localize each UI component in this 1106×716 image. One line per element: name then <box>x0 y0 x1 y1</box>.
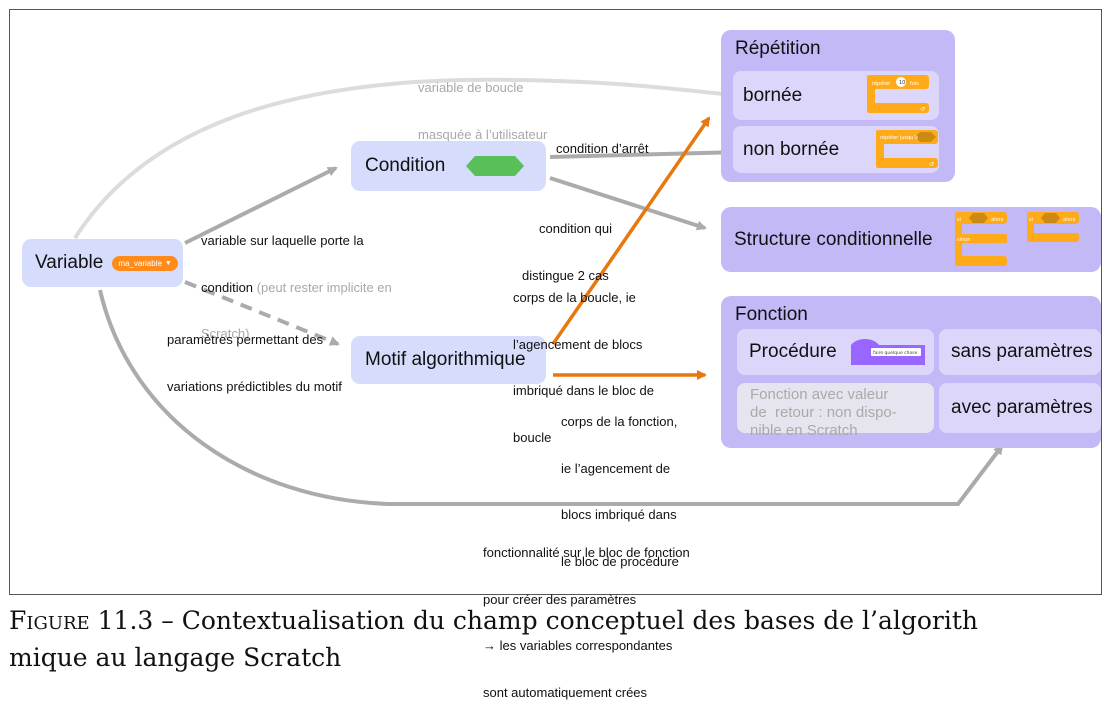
motif-node: Motif algorithmique <box>351 336 546 384</box>
label-corps-fonction: corps de la fonction, ie l’agencement de… <box>561 383 679 585</box>
label-variable-boucle: variable de boucle masquée à l’utilisate… <box>418 49 547 158</box>
repeat-block-icon: répéter 10 fois ↺ <box>867 75 929 113</box>
label-corps-boucle: corps de la boucle, ie l’agencement de b… <box>513 259 654 461</box>
svg-text:↺: ↺ <box>929 161 934 168</box>
caption-line-2: mique au langage Scratch <box>9 643 342 672</box>
label-corps-boucle-line-2: l’agencement de blocs <box>513 336 643 352</box>
variable-block-label: ma_variable <box>118 258 162 268</box>
condition-label: Condition <box>365 155 446 176</box>
retour-line-2: de retour : non dispo- <box>750 404 897 421</box>
label-corps-boucle-line-3: imbriqué dans le bloc de <box>513 383 654 398</box>
structure-title: Structure conditionnelle <box>734 229 933 250</box>
label-distingue-line-1: condition qui <box>539 221 612 236</box>
label-corps-boucle-line-4: boucle <box>513 429 552 445</box>
retour-line-3: nible en Scratch <box>750 422 858 439</box>
edge-condition-to-nonbornee <box>549 147 743 159</box>
avec-parametres-item: avec paramètres <box>939 383 1101 433</box>
figure-frame <box>9 9 1102 595</box>
edge-variable-to-bornee <box>73 77 735 240</box>
label-condition-arret: condition d’arrêt <box>556 141 649 156</box>
caption-figure-word: Figure <box>9 606 90 635</box>
else-block-label: sinon <box>957 237 970 243</box>
label-distingue-line-2: distingue 2 cas <box>522 267 609 283</box>
label-condition-line-3: Scratch) <box>201 326 250 341</box>
sans-parametres-item: sans paramètres <box>939 329 1101 375</box>
fonction-title: Fonction <box>735 304 808 325</box>
label-parametres-line-1: paramètres permettant des <box>167 332 324 347</box>
edge-condition-to-structure <box>549 176 707 231</box>
edge-variable-to-condition <box>184 166 338 245</box>
motif-label: Motif algorithmique <box>365 349 526 370</box>
edge-motif-to-bornee <box>551 116 711 345</box>
label-condition-line-2a: condition <box>201 279 254 295</box>
label-fonctionnalite-line-1: fonctionnalité sur le bloc de fonction <box>483 545 690 560</box>
repeat-until-block-text: répéter jusqu'à <box>880 134 918 141</box>
then-block-label-2: alors <box>1063 217 1076 223</box>
svg-text:↺: ↺ <box>920 106 925 113</box>
label-condition-line-2b: (peut rester implicite en <box>253 279 392 295</box>
label-variable-boucle-line-2: masquée à l’utilisateur <box>418 126 548 142</box>
if-block-icon: si alors <box>1027 212 1079 242</box>
label-variable-boucle-line-1: variable de boucle <box>418 80 524 95</box>
avec-parametres-label: avec paramètres <box>951 397 1093 418</box>
if-block-label-2: si <box>1029 217 1033 223</box>
procedure-label: Procédure <box>749 341 837 362</box>
label-corps-fonction-line-1: corps de la fonction, <box>561 414 678 429</box>
define-block-text: faire quelque chose <box>873 350 918 356</box>
repetition-group: Répétition bornée répéter 10 fois ↺ non … <box>721 30 955 182</box>
variable-label: Variable <box>35 252 104 273</box>
condition-node: Condition <box>351 141 546 191</box>
label-distingue: condition qui distingue 2 cas <box>522 190 612 299</box>
procedure-item: Procédure faire quelque chose <box>737 329 934 375</box>
repeat-block-value: 10 <box>899 80 905 86</box>
repeat-block-suffix: fois <box>910 81 919 87</box>
repetition-title: Répétition <box>735 38 821 59</box>
edge-variable-to-motif <box>184 280 340 346</box>
label-corps-fonction-line-4: le bloc de procédure <box>561 553 679 569</box>
figure-caption: Figure 11.3 – Contextualisation du champ… <box>9 602 1101 676</box>
dropdown-arrow-icon: ▼ <box>164 259 172 267</box>
if-else-block-icon: si alors sinon <box>955 212 1007 266</box>
label-parametres-line-2: variations prédictibles du motif <box>167 378 342 394</box>
label-fonctionnalite-line-4: sont automatiquement crées <box>483 684 648 700</box>
label-corps-boucle-line-1: corps de la boucle, ie <box>513 290 636 305</box>
bornee-label: bornée <box>743 84 803 106</box>
non-bornee-label: non bornée <box>743 138 840 160</box>
label-corps-fonction-line-3: blocs imbriqué dans <box>561 507 677 522</box>
sans-parametres-label: sans paramètres <box>951 341 1093 362</box>
retour-item: Fonction avec valeur de retour : non dis… <box>737 383 934 439</box>
repeat-block-text: répéter <box>872 80 891 87</box>
retour-line-1: Fonction avec valeur <box>750 386 889 403</box>
non-bornee-item: non bornée répéter jusqu'à ↺ <box>733 126 939 173</box>
bornee-item: bornée répéter 10 fois ↺ <box>733 71 939 120</box>
label-condition-line-1: variable sur laquelle porte la <box>201 233 364 248</box>
if-block-label: si <box>957 217 961 223</box>
label-fonctionnalite-line-2: pour créer des paramètres <box>483 591 637 607</box>
structure-group: Structure conditionnelle si alors sinon … <box>721 207 1101 272</box>
variable-node: Variable ma_variable ▼ <box>22 239 183 287</box>
caption-line-1: 11.3 – Contextualisation du champ concep… <box>89 606 979 635</box>
repeat-until-block-icon: répéter jusqu'à ↺ <box>876 130 938 168</box>
label-variable-condition: variable sur laquelle porte la condition… <box>201 202 392 357</box>
edge-variable-to-avec-parametres <box>98 289 1004 506</box>
label-corps-fonction-line-2: ie l’agencement de <box>561 460 671 476</box>
fonction-group: Fonction Procédure faire quelque chose s… <box>721 296 1101 448</box>
define-block-icon: faire quelque chose <box>851 339 925 365</box>
label-parametres: paramètres permettant des variations pré… <box>167 301 342 410</box>
boolean-block-icon <box>466 156 525 176</box>
variable-reporter-block: ma_variable ▼ <box>112 255 178 271</box>
then-block-label: alors <box>991 217 1004 223</box>
label-fonctionnalite-line-3: → les variables correspondantes <box>483 638 673 653</box>
edges-layer <box>73 77 1004 506</box>
